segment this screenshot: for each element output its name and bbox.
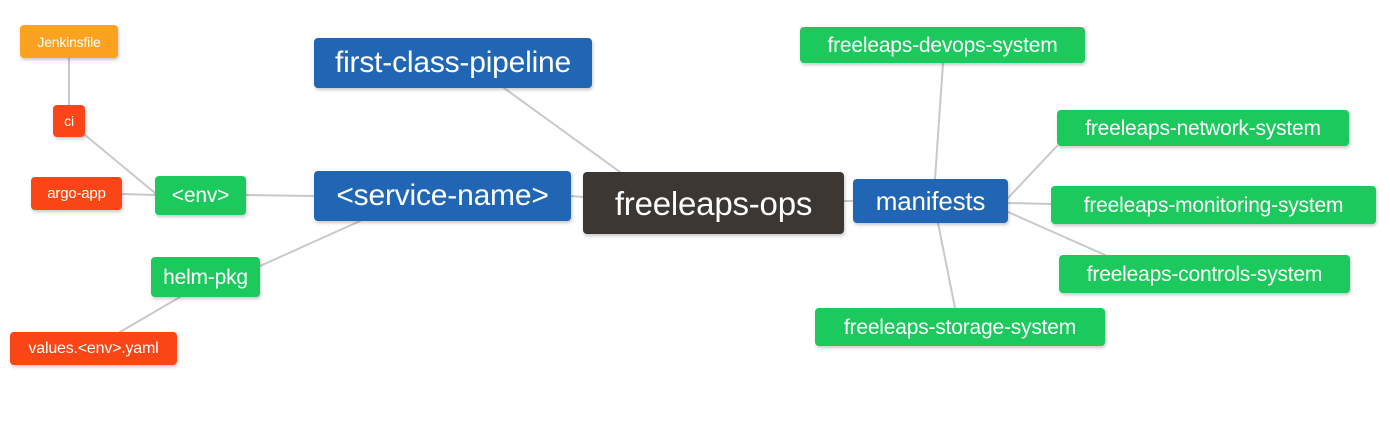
node-label-freeleaps-devops-system: freeleaps-devops-system bbox=[827, 33, 1058, 57]
node-freeleaps-ops[interactable]: freeleaps-ops bbox=[583, 172, 844, 234]
node-label-ci: ci bbox=[64, 113, 74, 129]
node-label-freeleaps-monitoring-system: freeleaps-monitoring-system bbox=[1083, 193, 1344, 217]
node-env[interactable]: <env> bbox=[155, 176, 246, 215]
node-argo-app[interactable]: argo-app bbox=[31, 177, 122, 210]
node-label-freeleaps-controls-system: freeleaps-controls-system bbox=[1086, 262, 1323, 286]
node-label-freeleaps-storage-system: freeleaps-storage-system bbox=[843, 315, 1077, 339]
edge-first-class-pipeline-to-freeleaps-ops bbox=[503, 87, 621, 173]
node-freeleaps-storage-system[interactable]: freeleaps-storage-system bbox=[815, 308, 1105, 346]
node-label-manifests: manifests bbox=[875, 186, 986, 216]
node-label-values-yaml: values.<env>.yaml bbox=[28, 339, 159, 357]
edge-service-name-to-freeleaps-ops bbox=[570, 195, 584, 198]
node-freeleaps-devops-system[interactable]: freeleaps-devops-system bbox=[800, 27, 1085, 63]
node-label-jenkinsfile: Jenkinsfile bbox=[37, 33, 101, 50]
node-label-freeleaps-network-system: freeleaps-network-system bbox=[1085, 116, 1321, 140]
edge-manifests-to-freeleaps-storage-system bbox=[937, 222, 956, 309]
edge-manifests-to-freeleaps-monitoring-system bbox=[1007, 202, 1052, 205]
node-freeleaps-monitoring-system[interactable]: freeleaps-monitoring-system bbox=[1051, 186, 1376, 224]
node-first-class-pipeline[interactable]: first-class-pipeline bbox=[314, 38, 592, 88]
node-label-service-name: <service-name> bbox=[336, 179, 549, 212]
node-label-helm-pkg: helm-pkg bbox=[163, 265, 248, 289]
node-ci[interactable]: ci bbox=[53, 105, 85, 137]
node-service-name[interactable]: <service-name> bbox=[314, 171, 571, 221]
edge-values-yaml-to-helm-pkg bbox=[119, 296, 181, 333]
edge-manifests-to-freeleaps-devops-system bbox=[934, 62, 944, 180]
node-values-yaml[interactable]: values.<env>.yaml bbox=[10, 332, 177, 365]
node-label-argo-app: argo-app bbox=[47, 185, 106, 202]
node-freeleaps-network-system[interactable]: freeleaps-network-system bbox=[1057, 110, 1349, 146]
node-label-env: <env> bbox=[171, 184, 230, 207]
edge-env-to-service-name bbox=[245, 194, 315, 197]
node-freeleaps-controls-system[interactable]: freeleaps-controls-system bbox=[1059, 255, 1350, 293]
edge-helm-pkg-to-service-name bbox=[259, 220, 361, 267]
node-label-first-class-pipeline: first-class-pipeline bbox=[334, 46, 572, 79]
node-jenkinsfile[interactable]: Jenkinsfile bbox=[20, 25, 118, 58]
node-manifests[interactable]: manifests bbox=[853, 179, 1008, 223]
edge-argo-app-to-env bbox=[121, 193, 156, 196]
edge-manifests-to-freeleaps-network-system bbox=[1007, 145, 1058, 199]
node-label-freeleaps-ops: freeleaps-ops bbox=[614, 184, 813, 222]
node-helm-pkg[interactable]: helm-pkg bbox=[151, 257, 260, 297]
